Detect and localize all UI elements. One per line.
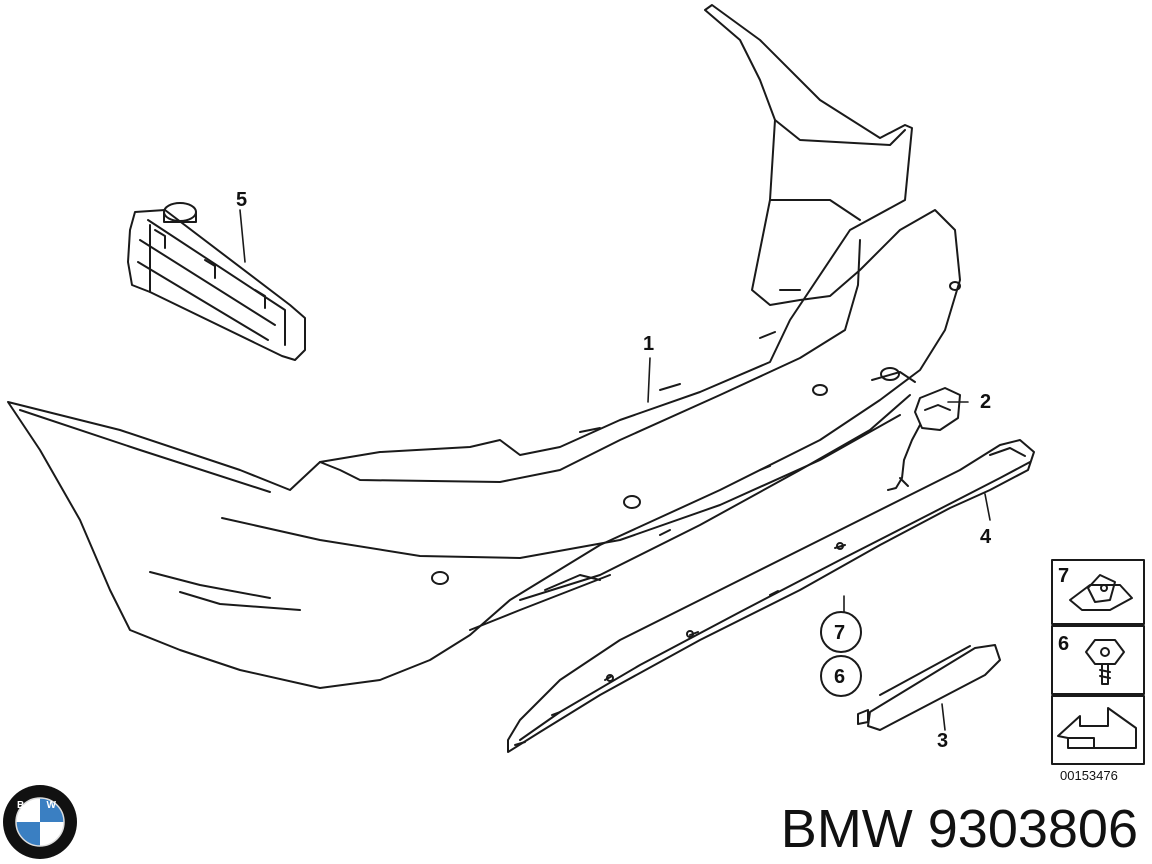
bmw-logo: BMW (3, 785, 77, 859)
legend-label-6: 6 (1058, 633, 1069, 655)
callout-2: 2 (980, 391, 991, 413)
screw-icon (1085, 639, 1125, 685)
circle-callout-6-label: 6 (834, 666, 845, 688)
bmw-logo-letters: BMW (17, 800, 63, 811)
circle-callout-7-label: 7 (834, 622, 845, 644)
rear-bumper-cover (7, 4, 961, 689)
circle-callout-7 (820, 611, 862, 653)
tow-hook-cover (887, 387, 961, 491)
side-marker-light (127, 202, 306, 361)
part-title: BMW 9303806 (780, 799, 1138, 859)
callout-1: 1 (643, 333, 654, 355)
callout-3: 3 (937, 730, 948, 752)
rear-reflector (857, 644, 1001, 731)
callout-5: 5 (236, 189, 247, 211)
lower-diffuser (507, 439, 1035, 753)
circle-callout-6 (820, 655, 862, 697)
diagram-reference-number: 00153476 (1060, 768, 1118, 783)
clip-nut-icon (1069, 574, 1133, 611)
legend-panel (1051, 559, 1145, 765)
leader-lines (239, 209, 991, 731)
callout-4: 4 (980, 526, 992, 548)
legend-label-7: 7 (1058, 565, 1069, 587)
arrow-icon (1057, 707, 1137, 749)
